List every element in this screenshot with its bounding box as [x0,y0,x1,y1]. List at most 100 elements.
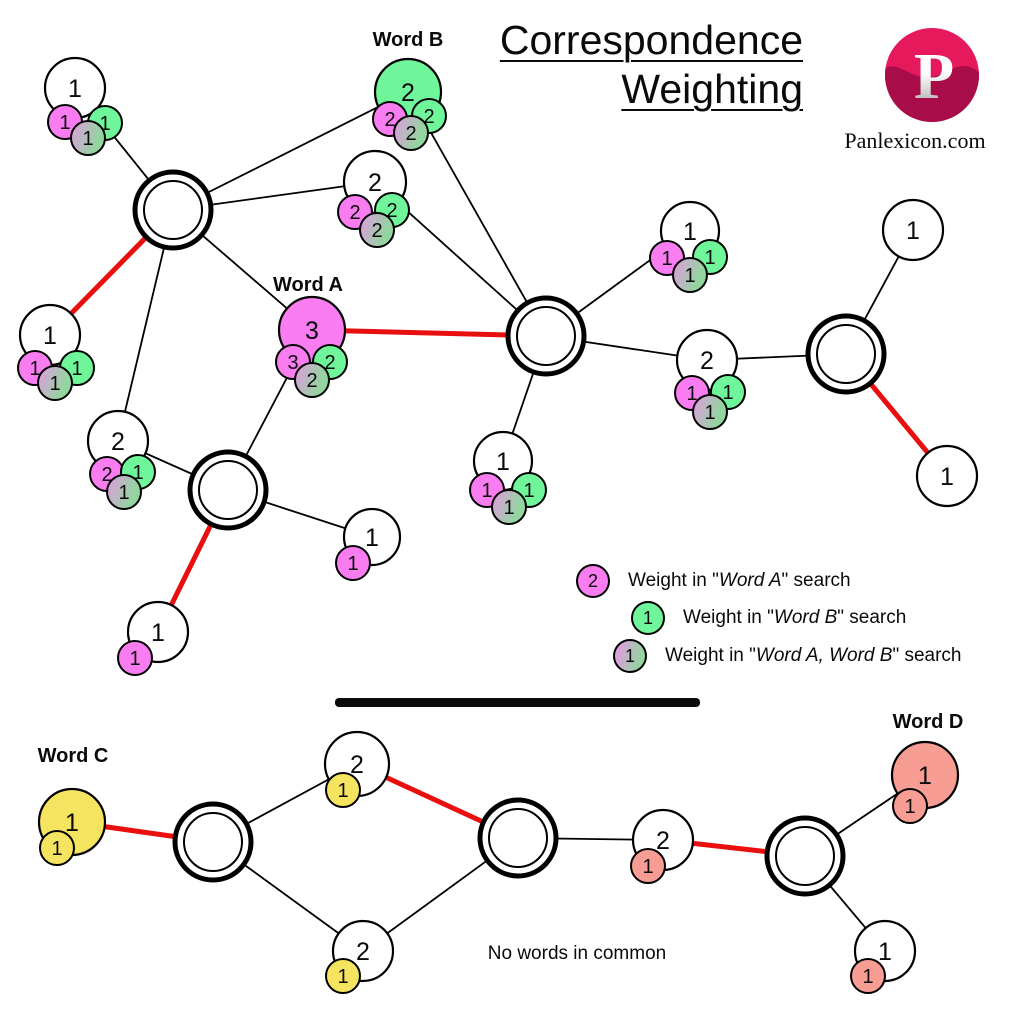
hub-node-hubE [172,801,254,883]
node-weight-label: 1 [918,762,932,790]
weight-badge-salmon [892,788,928,824]
node-weight-label: 1 [43,322,57,350]
badge-value: 2 [405,123,416,145]
badge-value: 1 [904,796,915,818]
node-circle [915,444,979,508]
node-weight-label: 1 [151,619,165,647]
legend-text-pre: Weight in " [628,570,719,591]
word-node-n20: 21 [323,730,391,808]
legend-text-post: " search [892,645,962,666]
node-weight-label: 2 [350,751,364,779]
node-weight-label: 1 [65,809,79,837]
legend-text-pre: Weight in " [683,607,774,628]
no-words-caption: No words in common [487,943,667,964]
node-weight-label: 1 [940,463,954,491]
node-weight-label: 2 [368,169,382,197]
legend-text-word-a: Weight in "Word A" search [628,570,851,592]
weight-badge-yellow [325,772,361,808]
badge-value: 1 [337,966,348,988]
node-weight-label: 1 [683,218,697,246]
badge-value: 2 [306,370,317,392]
badge-value: 2 [101,464,112,486]
badge-value: 1 [337,780,348,802]
weight-badge-salmon [630,848,666,884]
word-node-n10: 11 [335,507,402,581]
node-weight-label: 2 [111,428,125,456]
legend-text-pre: Weight in " [665,645,756,666]
badge-value: 1 [49,373,60,395]
word-node-wordD: 11 [890,740,960,824]
logo-letter: P [914,40,954,113]
hub-node-hubG [764,815,846,897]
badge-value: 2 [371,220,382,242]
hub-inner-ring [488,808,548,868]
weight-badge-gradient [106,474,142,510]
word-node-n9: 11 [117,600,190,676]
node-weight-label: 2 [356,938,370,966]
node-weight-label: 2 [700,347,714,375]
hub-outer-ring [764,815,846,897]
legend-text-word-b: Weight in "Word B" search [683,607,906,629]
hub-outer-ring [132,169,214,251]
badge-value: 1 [132,462,143,484]
weight-badge-gradient [294,362,330,398]
node-weight-label: 1 [365,524,379,552]
hub-node-hubD [805,313,887,395]
badge-value: 1 [642,856,653,878]
node-weight-label: 1 [878,938,892,966]
badge-value: 2 [324,352,335,374]
hub-node-hubF [477,797,559,879]
legend-badge-word-a-word-b: 1 [613,639,647,673]
weight-badge-yellow [325,958,361,994]
badge-value: 1 [129,648,140,670]
hub-outer-ring [805,313,887,395]
weight-badge-magenta [335,545,371,581]
legend-text-term: Word A [718,570,782,591]
title-line-1: Correspondence [499,17,803,63]
word-node-n23: 21 [630,808,695,884]
badge-value: 1 [523,480,534,502]
word-node-wordC: 11 [37,787,107,866]
badge-value: 1 [722,382,733,404]
word-node-n22: 21 [325,919,395,994]
word-node-n17: 1 [915,444,979,508]
hub-outer-ring [187,449,269,531]
badge-value: 2 [423,106,434,128]
label-word-a: Word A [273,274,343,296]
word-node-n16: 1 [881,198,945,262]
legend-text-post: " search [837,607,907,628]
node-weight-label: 3 [305,317,319,345]
node-weight-label: 1 [496,448,510,476]
label-word-d: Word D [892,711,964,733]
badge-value: 1 [862,966,873,988]
page-title: Correspondence Weighting [500,16,803,114]
hub-node-hubB [187,449,269,531]
badge-value: 3 [287,352,298,374]
hub-inner-ring [143,180,203,240]
weight-badge-gradient [491,489,527,525]
hub-node-hubA [132,169,214,251]
badge-value: 1 [59,112,70,134]
hub-inner-ring [198,460,258,520]
node-weight-label: 2 [656,827,670,855]
label-word-b: Word B [372,29,444,51]
section-divider [335,698,700,707]
badge-value: 1 [704,402,715,424]
legend-row-word-a-word-b: 1 Weight in "Word A, Word B" search [613,639,962,673]
weight-badge-gradient [70,120,106,156]
hub-node-hubC [505,295,587,377]
legend-badge-word-a: 2 [576,564,610,598]
badge-value: 1 [82,128,93,150]
hub-inner-ring [183,812,243,872]
badge-value: 2 [349,202,360,224]
weight-badge-yellow [39,830,75,866]
word-node-n26: 11 [850,919,917,994]
node-weight-label: 1 [906,217,920,245]
